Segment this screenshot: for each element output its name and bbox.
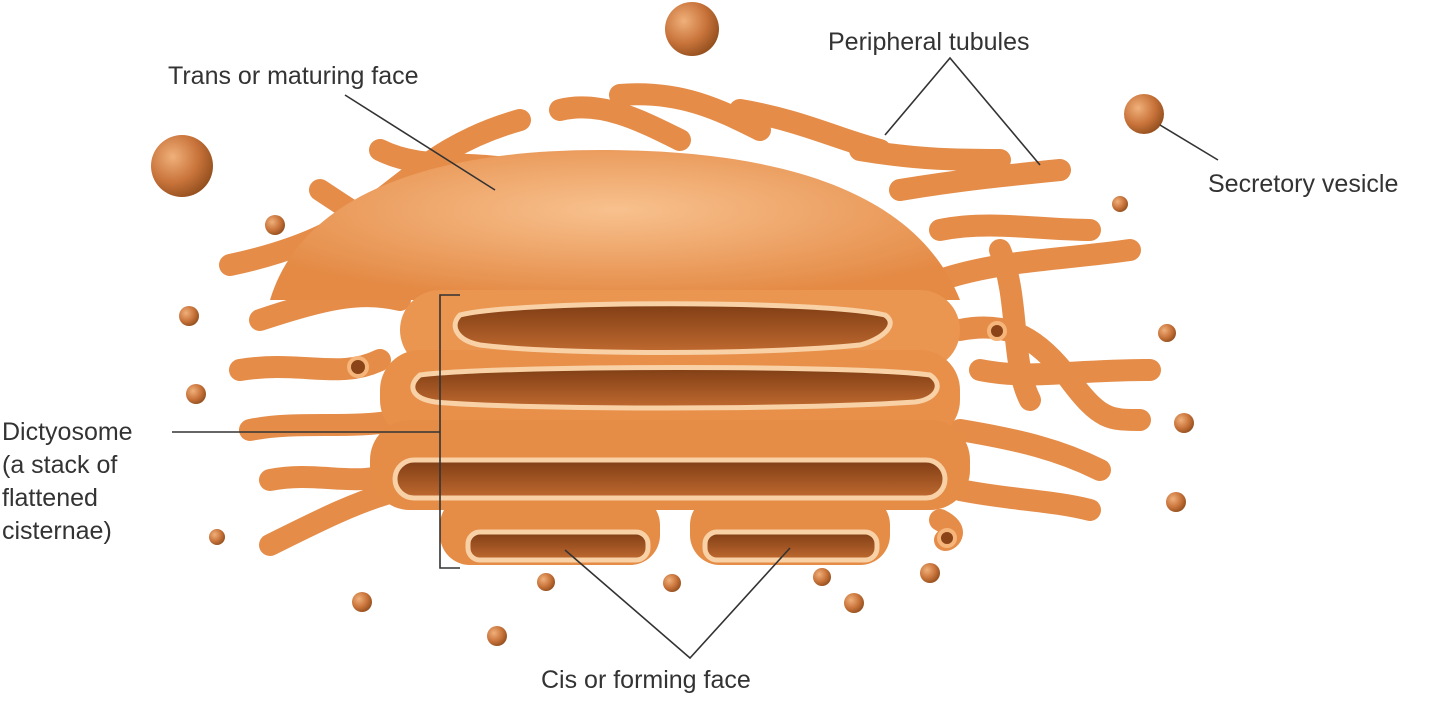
label-trans-face: Trans or maturing face (168, 62, 419, 90)
cis-face-leader (564, 547, 791, 660)
label-dictyosome-line1: Dictyosome (2, 418, 133, 446)
label-dictyosome-line3: flattened (2, 484, 98, 512)
label-peripheral-tubules: Peripheral tubules (828, 28, 1030, 56)
cisternae-lumens (392, 301, 948, 563)
dictyosome-bracket (439, 294, 460, 569)
peripheral-tubules-leader (884, 56, 1041, 166)
secretory-vesicles (151, 2, 1194, 646)
trans-cisterna-dome (270, 150, 960, 300)
tubule-openings (347, 321, 1007, 548)
label-dictyosome-line2: (a stack of (2, 451, 118, 479)
peripheral-tubules (219, 83, 1161, 556)
leader-lines (172, 56, 1219, 660)
label-dictyosome-line4: cisternae) (2, 517, 112, 545)
trans-face-leader (344, 94, 496, 191)
label-secretory-vesicle: Secretory vesicle (1208, 170, 1399, 198)
secretory-vesicle-leader (1159, 124, 1219, 161)
label-dictyosome: Dictyosome (a stack of flattened cistern… (2, 416, 133, 548)
label-cis-face: Cis or forming face (541, 666, 751, 694)
